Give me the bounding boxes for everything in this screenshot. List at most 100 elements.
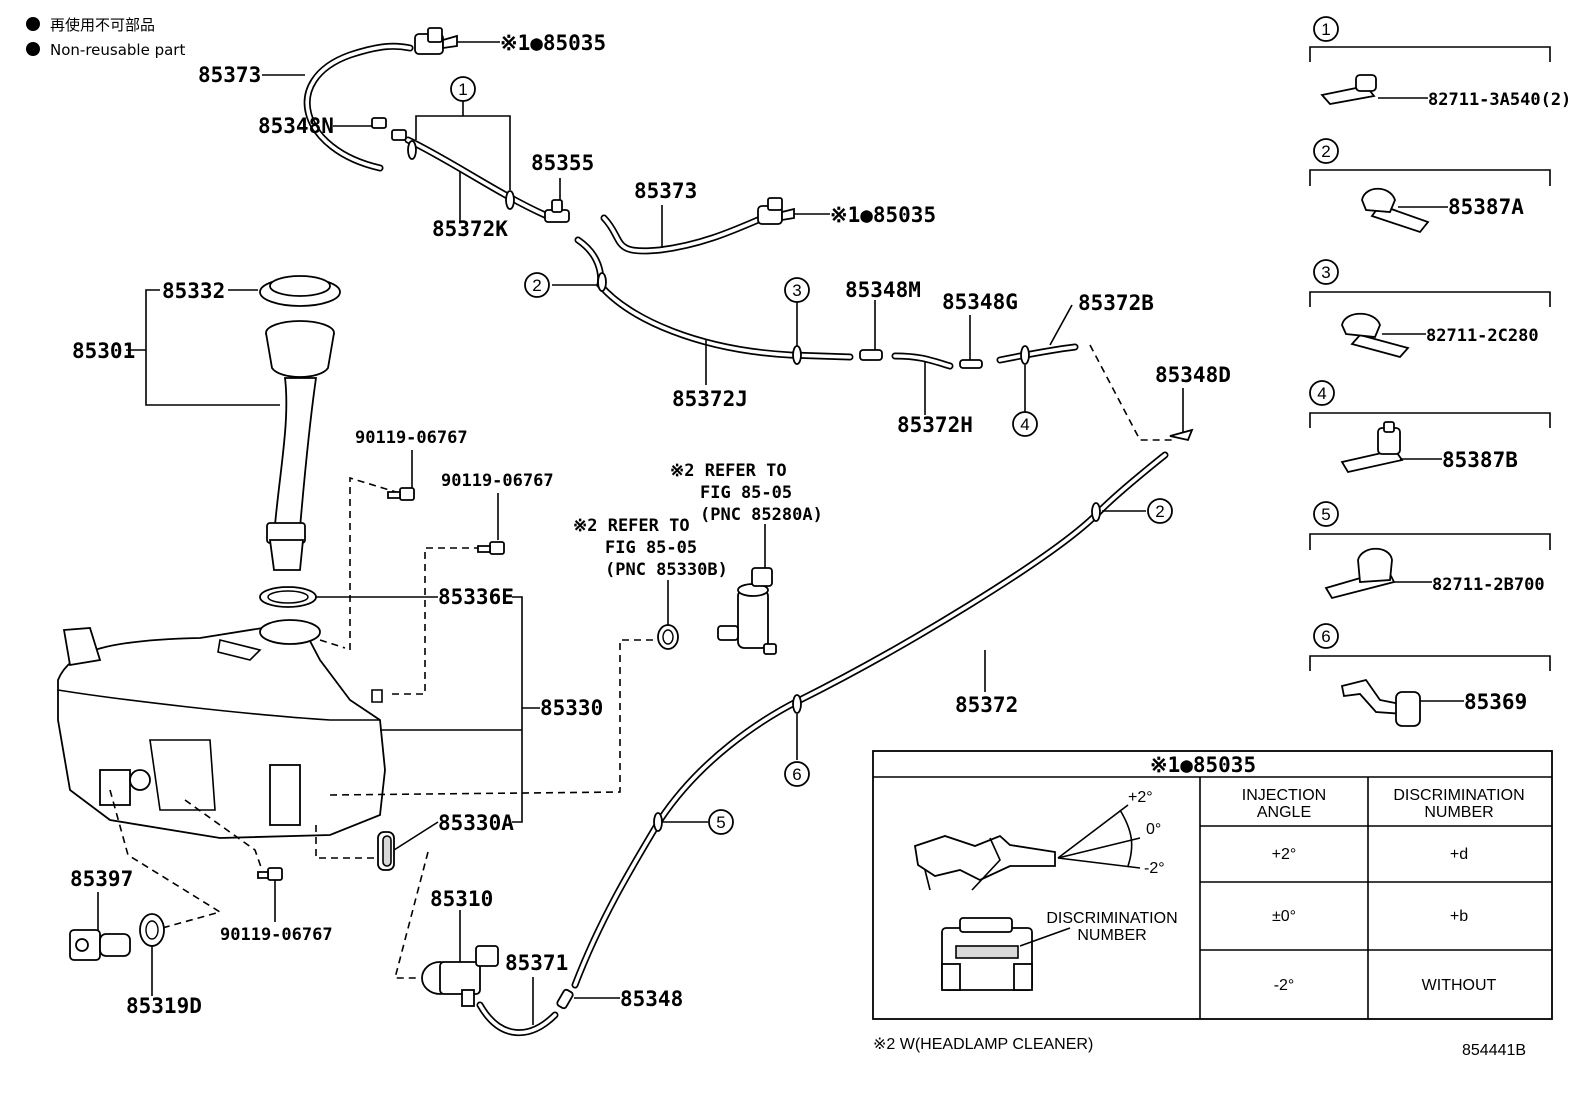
row2-angle: ±0° xyxy=(1272,908,1296,925)
callout-85372H: 85372H xyxy=(897,413,973,437)
clip-panel-item-3: 3 82711-2C280 xyxy=(1309,259,1551,359)
washer-pump-icon xyxy=(421,945,499,1007)
svg-text:4: 4 xyxy=(1317,384,1326,403)
footnote: ※2 W(HEADLAMP CLEANER) xyxy=(873,1036,1093,1053)
svg-text:1: 1 xyxy=(458,80,467,99)
tee-joint-icon xyxy=(544,199,570,223)
svg-text:4: 4 xyxy=(1020,415,1029,434)
clip-icon xyxy=(1361,187,1430,234)
callout-85373-second: 85373 xyxy=(634,179,697,203)
washer-tank-assembly: 90119-06767 90119-06767 90119-06767 8533… xyxy=(57,428,660,979)
refer-note-a-line3: (PNC 85280A) xyxy=(700,505,823,525)
washer-nozzle-icon xyxy=(757,197,795,225)
svg-text:5: 5 xyxy=(1321,505,1330,524)
callout-85348: 85348 xyxy=(620,987,683,1011)
hose-joint-icon xyxy=(371,117,407,141)
callout-85035-mid: ※1●85035 xyxy=(830,203,936,227)
non-reusable-dot-icon xyxy=(26,17,40,31)
headlamp-cleaner-notes: ※2 REFER TO FIG 85-05 (PNC 85280A) ※2 RE… xyxy=(573,461,823,655)
washer-nozzle-icon xyxy=(414,27,458,55)
refer-note-b-line2: FIG 85-05 xyxy=(605,538,697,558)
pump-assembly: 85310 85371 85348 xyxy=(421,887,683,1037)
bolt-icon xyxy=(477,541,505,555)
clip-part-4: 85387B xyxy=(1442,448,1518,472)
clip-panel-item-2: 2 85387A xyxy=(1309,138,1551,234)
hose-85373-upper xyxy=(303,42,414,172)
row1-number: +d xyxy=(1450,846,1468,863)
callout-85330: 85330 xyxy=(540,696,603,720)
clip-reference-circles: 1 2 3 4 2 6 5 xyxy=(450,76,1173,835)
clip-panel-item-6: 6 85369 xyxy=(1309,623,1551,727)
legend-non-reusable-ja: 再使用不可部品 xyxy=(50,16,155,34)
clip-circle-3: 3 xyxy=(784,277,810,303)
disc-label-l1: DISCRIMINATION xyxy=(1046,910,1177,927)
clip-circle-1: 1 xyxy=(450,76,476,102)
callout-90119-06767-c: 90119-06767 xyxy=(220,925,333,945)
clip-panel-item-4: 4 85387B xyxy=(1309,380,1551,474)
washer-tank-icon xyxy=(57,619,386,839)
legend-non-reusable-en: Non-reusable part xyxy=(50,41,185,59)
clip-icon xyxy=(1340,678,1421,727)
svg-text:2: 2 xyxy=(1321,142,1330,161)
upper-hose-assembly: ※1●85035 85373 85348N 85372K 85355 xyxy=(198,27,1231,442)
col-discrimination-l2: NUMBER xyxy=(1424,804,1493,821)
col-injection-angle-l1: INJECTION xyxy=(1242,787,1326,804)
callout-85348G: 85348G xyxy=(942,290,1018,314)
seal-ring-icon xyxy=(139,913,165,947)
level-sensor-parts: 85397 85319D xyxy=(69,867,202,1018)
svg-text:3: 3 xyxy=(792,281,801,300)
callout-85301: 85301 xyxy=(72,339,135,363)
clip-part-2: 85387A xyxy=(1448,195,1524,219)
legend: 再使用不可部品 Non-reusable part xyxy=(26,16,185,59)
clip-circle-6: 6 xyxy=(784,761,810,787)
callout-85336E: 85336E xyxy=(438,585,514,609)
callout-85355: 85355 xyxy=(531,151,594,175)
hose-joint-icon xyxy=(1169,428,1194,442)
svg-text:6: 6 xyxy=(1321,627,1330,646)
bolt-icon xyxy=(387,487,415,501)
level-sensor-icon xyxy=(69,929,131,961)
refer-note-a-line2: FIG 85-05 xyxy=(700,483,792,503)
callout-85371: 85371 xyxy=(505,951,568,975)
svg-text:5: 5 xyxy=(716,813,725,832)
disc-label-l2: NUMBER xyxy=(1077,927,1146,944)
main-hose-85372: 85372 xyxy=(571,451,1169,989)
figure-id: 854441B xyxy=(1462,1042,1526,1059)
hose-joint-icon xyxy=(959,359,983,369)
filler-neck-assembly: 85332 85301 85336E xyxy=(72,275,514,609)
clip-icon xyxy=(1340,421,1404,474)
filler-cap-icon xyxy=(259,275,341,307)
refer-note-a-line1: ※2 REFER TO xyxy=(670,461,787,481)
row3-angle: -2° xyxy=(1274,977,1295,994)
svg-text:3: 3 xyxy=(1321,263,1330,282)
callout-85397: 85397 xyxy=(70,867,133,891)
headlamp-washer-pump-icon xyxy=(717,567,777,655)
row2-number: +b xyxy=(1450,908,1468,925)
callout-85348M: 85348M xyxy=(845,278,921,302)
col-discrimination-l1: DISCRIMINATION xyxy=(1393,787,1524,804)
svg-text:1: 1 xyxy=(1321,20,1330,39)
callout-85035-top: ※1●85035 xyxy=(500,31,606,55)
hose-joint-icon xyxy=(859,349,883,361)
svg-text:6: 6 xyxy=(792,765,801,784)
clip-circle-5: 5 xyxy=(708,809,734,835)
row3-number: WITHOUT xyxy=(1422,977,1497,994)
callout-85319D: 85319D xyxy=(126,994,202,1018)
hose-85372J xyxy=(574,236,854,361)
svg-text:2: 2 xyxy=(1155,502,1164,521)
callout-85310: 85310 xyxy=(430,887,493,911)
filler-neck-icon xyxy=(265,320,335,571)
grommet-icon xyxy=(377,831,395,871)
nozzle-angle-illustration: +2° 0° -2° xyxy=(913,789,1165,891)
clip-icon xyxy=(1324,547,1396,600)
non-reusable-dot-icon xyxy=(26,42,40,56)
callout-85372B: 85372B xyxy=(1078,291,1154,315)
refer-note-b-line3: (PNC 85330B) xyxy=(605,560,728,580)
row1-angle: +2° xyxy=(1272,846,1297,863)
clip-part-5: 82711-2B700 xyxy=(1432,575,1545,595)
hose-joint-icon xyxy=(556,988,574,1010)
connector-illustration: DISCRIMINATION NUMBER xyxy=(941,910,1178,991)
callout-90119-06767-b: 90119-06767 xyxy=(441,471,554,491)
clip-circle-2b: 2 xyxy=(1147,498,1173,524)
